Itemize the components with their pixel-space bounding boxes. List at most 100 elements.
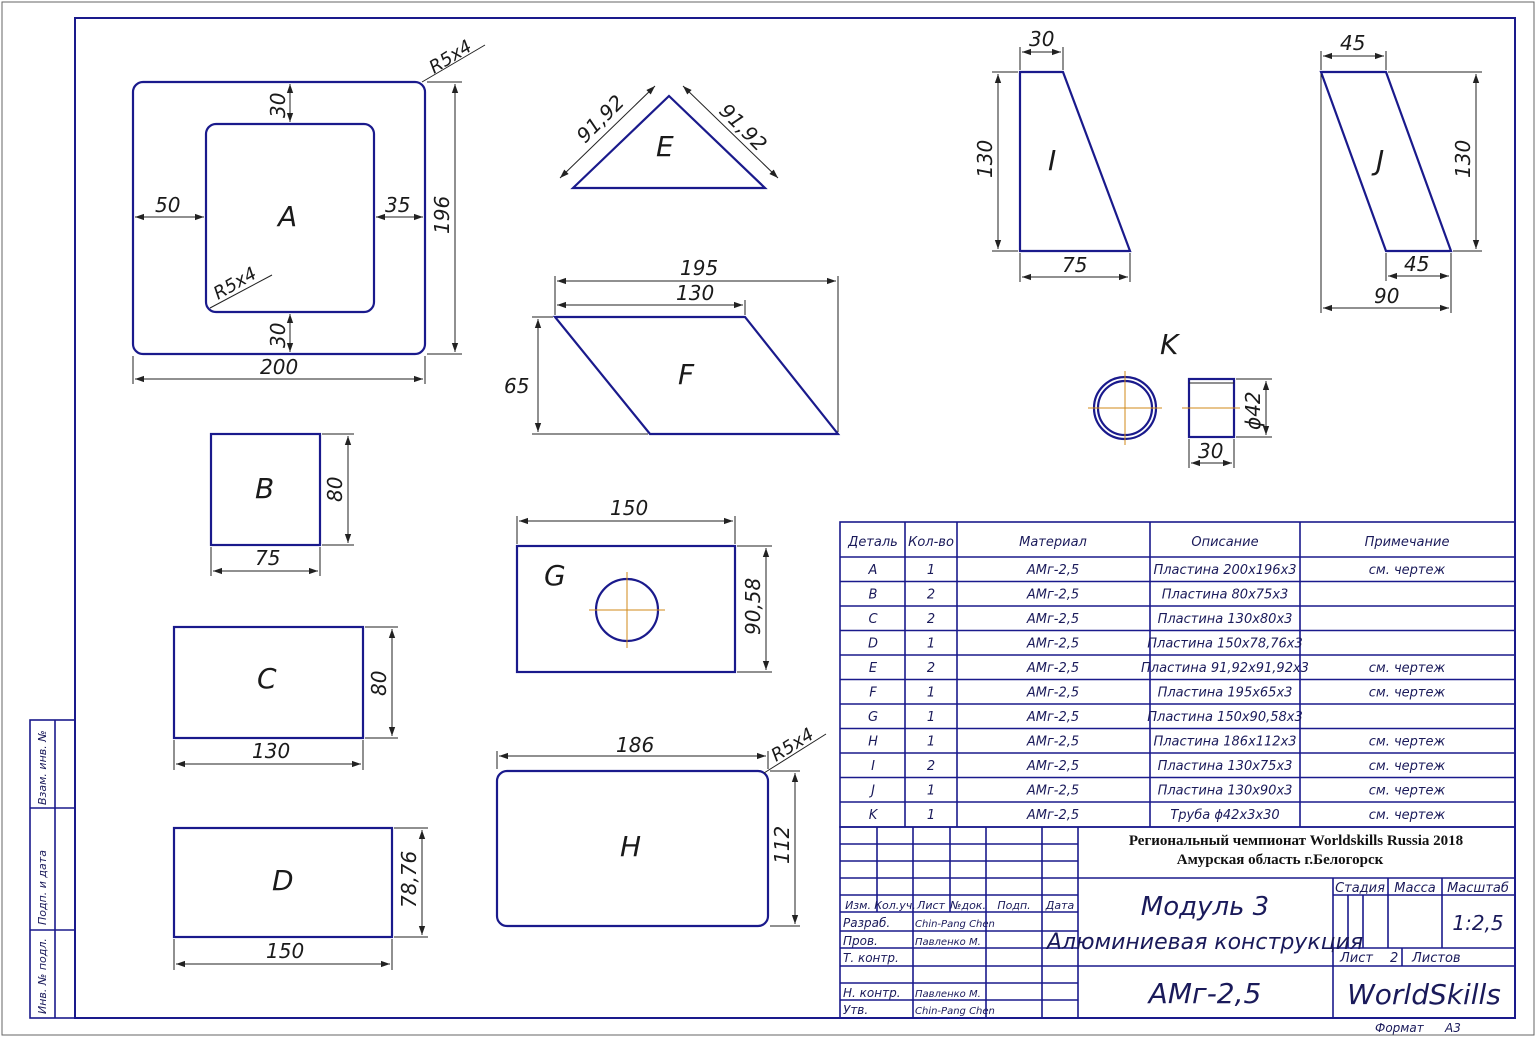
spec-table-grid bbox=[840, 580, 1515, 803]
dim-h-radius: R5x4 bbox=[768, 724, 818, 766]
spec-cell: Пластина 130х80х3 bbox=[1158, 612, 1293, 627]
part-f: F 195 130 65 bbox=[504, 256, 841, 436]
spec-cell: см. чертеж bbox=[1369, 808, 1446, 823]
spec-cell: см. чертеж bbox=[1369, 661, 1446, 676]
spec-cell: I bbox=[871, 759, 875, 774]
revision-header: Подп. bbox=[997, 899, 1030, 912]
spec-header-cell: Описание bbox=[1191, 535, 1258, 550]
spec-cell: Пластина 186х112х3 bbox=[1153, 735, 1296, 750]
dim-c-width: 130 bbox=[252, 739, 290, 763]
dim-j-top: 45 bbox=[1340, 31, 1365, 55]
spec-cell: H bbox=[868, 735, 878, 750]
format-label: Формат bbox=[1375, 1021, 1425, 1035]
sheet-number: 2 bbox=[1390, 951, 1398, 966]
spec-header-cell: Материал bbox=[1019, 535, 1087, 550]
spec-cell: 1 bbox=[927, 686, 935, 701]
spec-cell: 1 bbox=[927, 784, 935, 799]
spec-cell: 1 bbox=[927, 563, 935, 578]
spec-cell: F bbox=[869, 686, 877, 701]
spec-cell: 1 bbox=[927, 637, 935, 652]
spec-cell: АМг-2,5 bbox=[1026, 661, 1079, 676]
side-stamp-cell-1: Взам. инв. № bbox=[36, 730, 49, 805]
spec-header-cell: Примечание bbox=[1365, 535, 1450, 550]
role-label: Н. контр. bbox=[843, 986, 901, 1000]
championship-location: Амурская область г.Белогорск bbox=[1177, 852, 1384, 868]
spec-cell: см. чертеж bbox=[1369, 784, 1446, 799]
role-label: Разраб. bbox=[843, 916, 890, 930]
spec-cell: 1 bbox=[927, 735, 935, 750]
revision-header: Лист bbox=[916, 899, 945, 912]
spec-cell: 2 bbox=[927, 588, 935, 603]
dim-b-height: 80 bbox=[323, 477, 347, 502]
dim-f-total: 195 bbox=[680, 256, 718, 280]
spec-cell: АМг-2,5 bbox=[1026, 808, 1079, 823]
part-e: E 91,92 91,92 bbox=[559, 85, 779, 190]
revision-header: Кол.уч. bbox=[874, 899, 916, 912]
part-d-label: D bbox=[272, 864, 294, 897]
spec-cell: см. чертеж bbox=[1369, 686, 1446, 701]
role-name: Павленко М. bbox=[915, 989, 981, 1000]
dim-j-bottom: 45 bbox=[1404, 252, 1429, 276]
drawing-title-line1: Модуль 3 bbox=[1141, 892, 1269, 922]
spec-cell: АМг-2,5 bbox=[1026, 784, 1079, 799]
championship-title: Региональный чемпионат Worldskills Russi… bbox=[1129, 833, 1463, 849]
spec-cell: Пластина 150х78,76х3 bbox=[1147, 637, 1303, 652]
role-label: Т. контр. bbox=[843, 951, 899, 965]
role-name: Chin-Pang Chen bbox=[915, 919, 995, 930]
spec-cell: АМг-2,5 bbox=[1026, 563, 1079, 578]
dim-a-inner-radius: R5x4 bbox=[210, 263, 260, 304]
part-f-label: F bbox=[678, 358, 695, 391]
spec-cell: Пластина 200х196х3 bbox=[1153, 563, 1296, 578]
sheets-label: Листов bbox=[1411, 951, 1461, 966]
spec-cell: Пластина 195х65х3 bbox=[1158, 686, 1293, 701]
part-h: H 186 112 R5x4 bbox=[495, 724, 827, 928]
spec-cell: J bbox=[868, 784, 875, 799]
spec-cell: АМг-2,5 bbox=[1026, 686, 1079, 701]
part-g-label: G bbox=[544, 559, 566, 592]
spec-cell: G bbox=[868, 710, 878, 725]
role-name: Павленко М. bbox=[915, 937, 981, 948]
part-a: A 30 30 50 35 196 200 R5x4 R5x4 bbox=[131, 36, 486, 384]
side-stamp: Взам. инв. № Подп. и дата Инв. № подл. bbox=[29, 719, 76, 1019]
scale-value: 1:2,5 bbox=[1452, 911, 1503, 935]
dim-i-top: 30 bbox=[1029, 27, 1054, 51]
spec-cell: АМг-2,5 bbox=[1026, 612, 1079, 627]
spec-cell: АМг-2,5 bbox=[1026, 637, 1079, 652]
dim-d-width: 150 bbox=[266, 939, 304, 963]
dim-a-outer-radius: R5x4 bbox=[426, 36, 476, 78]
dim-k-diameter: ϕ42 bbox=[1241, 391, 1265, 430]
revision-header: Дата bbox=[1045, 899, 1075, 912]
part-i: I 30 130 75 bbox=[973, 27, 1132, 282]
dim-h-height: 112 bbox=[770, 826, 794, 864]
spec-cell: A bbox=[868, 563, 878, 578]
spec-cell: 2 bbox=[927, 759, 935, 774]
spec-cell: см. чертеж bbox=[1369, 759, 1446, 774]
dim-a-top: 30 bbox=[266, 93, 290, 118]
spec-header-cell: Деталь bbox=[847, 535, 898, 550]
spec-cell: АМг-2,5 bbox=[1026, 735, 1079, 750]
spec-cell: 1 bbox=[927, 808, 935, 823]
format-value: А3 bbox=[1444, 1021, 1461, 1035]
part-k-label: K bbox=[1160, 328, 1181, 361]
dim-c-height: 80 bbox=[367, 671, 391, 696]
part-g: G 150 90,58 bbox=[515, 496, 772, 674]
dim-f-top: 130 bbox=[676, 281, 714, 305]
spec-cell: Труба ϕ42х3х30 bbox=[1170, 808, 1279, 823]
title-block-row-lines bbox=[840, 843, 1078, 1001]
part-b-label: B bbox=[255, 472, 274, 505]
dim-i-height: 130 bbox=[973, 140, 997, 178]
dim-k-length: 30 bbox=[1198, 439, 1223, 463]
spec-cell: 2 bbox=[927, 661, 935, 676]
dim-a-bottom: 30 bbox=[266, 323, 290, 348]
dim-f-height: 65 bbox=[504, 374, 529, 398]
role-label: Утв. bbox=[843, 1003, 868, 1017]
